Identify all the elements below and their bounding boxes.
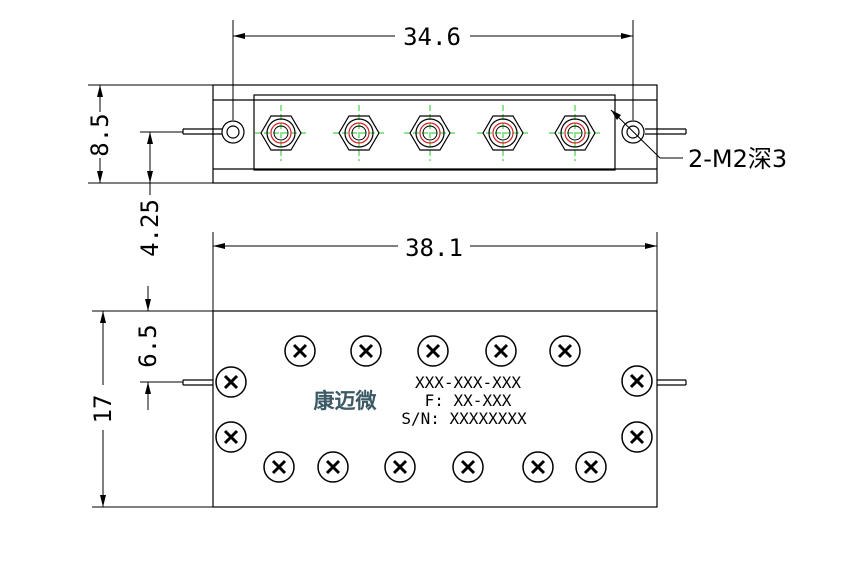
- screw-icon: [549, 335, 581, 367]
- top-connector: [333, 105, 385, 161]
- screw-icon: [263, 451, 295, 483]
- top-connector: [549, 105, 601, 161]
- mounting-hole-left: [221, 120, 245, 144]
- top-connector: [255, 105, 307, 161]
- dim-bottom-width-label: 38.1: [405, 234, 463, 262]
- bottom-view: [182, 310, 687, 508]
- serial-number: S/N: XXXXXXXX: [401, 409, 527, 428]
- screw-icon: [350, 335, 382, 367]
- mounting-note: 2-M2深3: [688, 145, 787, 173]
- dim-top-height-label: 8.5: [86, 113, 114, 156]
- top-inner-panel: [253, 94, 616, 171]
- top-connector: [404, 105, 456, 161]
- dim-bottom-offset-label: 6.5: [134, 324, 162, 367]
- screw-icon: [575, 451, 607, 483]
- mounting-note-leader: [610, 109, 683, 159]
- screw-icon: [485, 335, 517, 367]
- screw-icon: [215, 366, 247, 398]
- dim-connector-offset: [140, 131, 183, 195]
- top-view: [182, 84, 687, 184]
- mounting-hole-right: [621, 120, 645, 144]
- top-connector: [477, 105, 529, 161]
- screw-icon: [452, 451, 484, 483]
- screw-icon: [384, 451, 416, 483]
- screw-icon: [417, 335, 449, 367]
- screw-icon: [522, 451, 554, 483]
- frequency-label: F: XX-XXX: [425, 391, 512, 410]
- screw-icon: [621, 365, 653, 397]
- part-number: XXX-XXX-XXX: [415, 373, 521, 392]
- screw-icon: [317, 451, 349, 483]
- dim-bottom-width: [212, 232, 658, 311]
- dim-top-width: [232, 20, 634, 120]
- screw-icon: [215, 421, 247, 453]
- dim-top-width-label: 34.6: [403, 23, 461, 51]
- bottom-body-outline: [212, 310, 658, 508]
- dim-bottom-offset: [140, 286, 183, 410]
- brand-logo: 康迈微: [314, 389, 378, 413]
- screw-icon: [621, 421, 653, 453]
- dim-connector-offset-label: 4.25: [136, 199, 164, 257]
- dim-bottom-height-label: 17: [89, 395, 117, 424]
- screw-icon: [284, 335, 316, 367]
- dim-bottom-height: [92, 310, 213, 508]
